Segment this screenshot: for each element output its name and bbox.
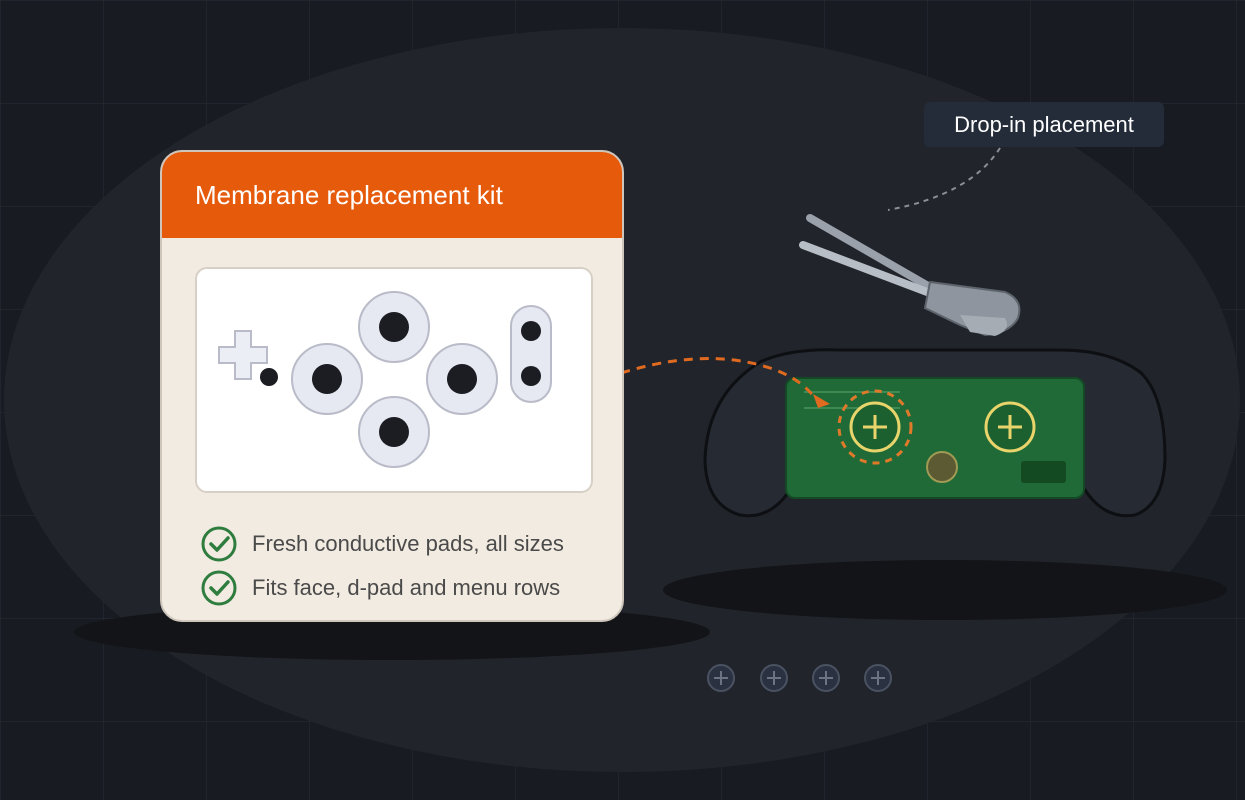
dpad-membrane	[218, 330, 268, 380]
button-contact	[926, 451, 958, 483]
page-dot-2[interactable]	[760, 664, 788, 692]
menu-row-pad	[510, 305, 552, 403]
controller-shadow	[663, 560, 1227, 620]
product-card[interactable]: Membrane replacement kit	[160, 150, 624, 622]
check-circle-icon	[201, 570, 237, 606]
membrane-pads-illustration	[195, 267, 593, 493]
feature-text: Fits face, d-pad and menu rows	[252, 575, 561, 600]
card-title: Membrane replacement kit	[195, 179, 503, 210]
contact-plus-icon	[984, 401, 1036, 453]
list-item: Fits face, d-pad and menu rows	[200, 566, 564, 610]
pagination-dots[interactable]	[707, 664, 892, 692]
target-highlight-ring	[837, 389, 913, 465]
page-dot-3[interactable]	[812, 664, 840, 692]
tooltip-label: Drop-in placement	[954, 111, 1134, 137]
list-item: Fresh conductive pads, all sizes	[200, 522, 564, 566]
tooltip-leader-line	[887, 147, 1001, 211]
page-dot-1[interactable]	[707, 664, 735, 692]
placement-arrow	[605, 357, 817, 399]
membrane-pads-icon	[218, 291, 552, 468]
feature-list: Fresh conductive pads, all sizes Fits fa…	[200, 522, 564, 610]
card-header: Membrane replacement kit	[162, 152, 622, 238]
face-button-pads	[291, 291, 498, 468]
check-circle-icon	[201, 526, 237, 562]
arrow-head-icon	[813, 394, 830, 408]
target-contact-plus-icon	[837, 389, 913, 465]
page-dot-4[interactable]	[864, 664, 892, 692]
feature-text: Fresh conductive pads, all sizes	[252, 531, 564, 556]
tweezers-icon	[799, 214, 1021, 337]
placement-tooltip: Drop-in placement	[924, 102, 1164, 147]
circuit-board	[785, 377, 1085, 499]
